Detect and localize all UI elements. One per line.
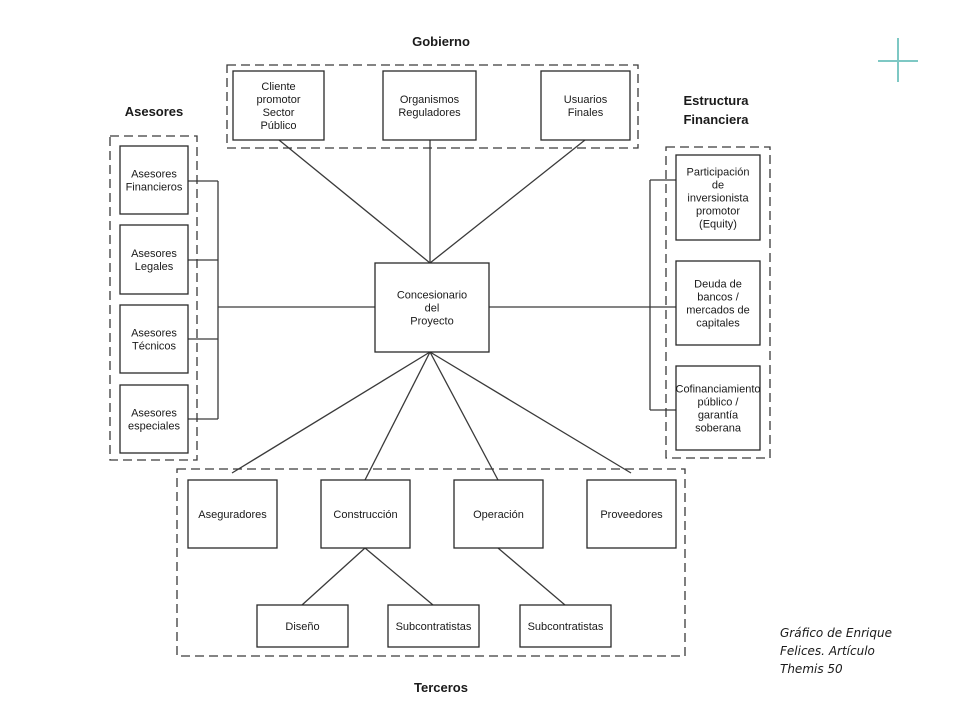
group-title-asesores: Asesores [125, 104, 184, 119]
node-label: Financieros [126, 182, 183, 194]
node-box [453, 479, 544, 549]
node-box [256, 604, 349, 648]
node-label: Técnicos [132, 341, 177, 353]
node-label: Reguladores [398, 107, 461, 119]
node-label: Deuda de [694, 279, 742, 291]
node-label: Finales [568, 107, 604, 119]
node-label: Subcontratistas [528, 621, 604, 633]
node-label: Operación [473, 509, 524, 521]
node-box [119, 224, 189, 295]
node-label: inversionista [687, 193, 749, 205]
node-box [675, 365, 761, 451]
node-label: especiales [128, 421, 180, 433]
node-box [232, 70, 325, 141]
node-proveedores: Proveedores [586, 479, 677, 549]
node-label: público / [698, 397, 740, 409]
node-diseno: Diseño [256, 604, 349, 648]
node-label: soberana [695, 423, 742, 435]
group-frame-asesores [109, 135, 198, 461]
node-box [540, 70, 631, 141]
node-box [675, 154, 761, 241]
caption: Gráfico de Enrique Felices. Artículo The… [780, 624, 940, 678]
node-label: garantía [698, 410, 739, 422]
connector-line [429, 351, 632, 474]
node-label: promotor [256, 94, 300, 106]
node-equity: Participacióndeinversionistapromotor(Equ… [675, 154, 761, 241]
node-box [382, 70, 477, 141]
node-box [374, 262, 490, 353]
caption-line: Gráfico de Enrique [780, 626, 892, 640]
node-box [119, 304, 189, 374]
group-title-terceros: Terceros [414, 680, 468, 695]
group-title-estructura-line1: Estructura [683, 93, 749, 108]
node-label: Asesores [131, 408, 177, 420]
node-label: Asesores [131, 169, 177, 181]
node-subcontratistas-construccion: Subcontratistas [387, 604, 480, 648]
node-label: capitales [696, 318, 740, 330]
node-box [320, 479, 411, 549]
node-label: Diseño [285, 621, 319, 633]
node-operacion: Operación [453, 479, 544, 549]
node-label: Público [260, 120, 296, 132]
node-label: Proyecto [410, 316, 453, 328]
caption-line: Felices. Artículo [780, 644, 875, 658]
node-label: Subcontratistas [396, 621, 472, 633]
node-label: bancos / [697, 292, 740, 304]
connector-line [231, 351, 431, 474]
node-subcontratistas-operacion: Subcontratistas [519, 604, 612, 648]
connector-line [497, 547, 566, 606]
group-title-estructura-line2: Financiera [683, 112, 749, 127]
caption-line: Themis 50 [780, 662, 843, 676]
group-frame-terceros [176, 468, 686, 657]
node-aseguradores: Aseguradores [187, 479, 278, 549]
node-label: Asesores [131, 328, 177, 340]
node-label: Legales [135, 261, 174, 273]
node-box [586, 479, 677, 549]
node-label: Concesionario [397, 290, 467, 302]
group-frame-estructura [665, 146, 771, 459]
connector-line [429, 351, 499, 481]
connector-line [364, 351, 431, 481]
plus-icon [878, 38, 918, 82]
node-box [187, 479, 278, 549]
node-label: de [712, 180, 724, 192]
node-label: Cofinanciamiento [676, 384, 761, 396]
node-box [387, 604, 480, 648]
node-label: Aseguradores [198, 509, 267, 521]
node-label: promotor [696, 206, 740, 218]
node-box [675, 260, 761, 346]
node-label: Sector [263, 107, 295, 119]
group-title-gobierno: Gobierno [412, 34, 470, 49]
node-box [119, 384, 189, 454]
connector-line [278, 139, 431, 264]
node-label: Asesores [131, 248, 177, 260]
node-label: Organismos [400, 94, 460, 106]
node-box [119, 145, 189, 215]
node-label: del [425, 303, 440, 315]
node-label: Participación [687, 167, 750, 179]
connector-line [301, 547, 366, 606]
node-label: Usuarios [564, 94, 608, 106]
connector-line [364, 547, 434, 606]
node-label: mercados de [686, 305, 750, 317]
node-label: Cliente [261, 81, 295, 93]
connector-line [429, 139, 586, 264]
node-construccion: Construcción [320, 479, 411, 549]
node-box [519, 604, 612, 648]
node-label: Construcción [333, 509, 397, 521]
node-label: (Equity) [699, 219, 737, 231]
group-frame-gobierno [226, 64, 639, 149]
node-label: Proveedores [600, 509, 663, 521]
